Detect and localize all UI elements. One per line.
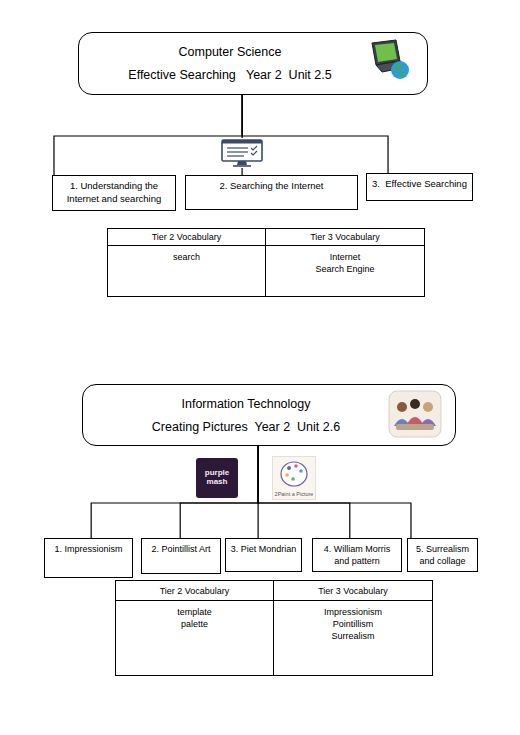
- paint-logo: 2Paint a Picture: [272, 456, 316, 500]
- vocabulary-word: Internet: [330, 251, 361, 263]
- table-header: Tier 2 Vocabulary: [152, 232, 222, 242]
- topic-box: 1. Understanding the Internet and search…: [52, 175, 176, 211]
- topic-box: 5. Surrealism and collage: [407, 538, 478, 572]
- vocabulary-word: Surrealism: [331, 630, 374, 642]
- logo-text: 2Paint a Picture: [275, 492, 314, 498]
- box-heading: 5. Surrealism and collage: [411, 543, 474, 567]
- box-heading: Computer Science: [179, 45, 282, 59]
- vocabulary-word: search: [173, 251, 200, 263]
- box-subheading: Creating Pictures Year 2 Unit 2.6: [152, 420, 340, 434]
- box-heading: Information Technology: [181, 397, 310, 411]
- laptop-icon: [362, 37, 414, 83]
- table-header: Tier 2 Vocabulary: [160, 586, 230, 596]
- box-heading: 4. William Morris and pattern: [316, 543, 398, 567]
- box-heading: 1. Understanding the Internet and search…: [56, 180, 172, 206]
- monitor-icon: [218, 138, 266, 168]
- table-header: Tier 3 Vocabulary: [310, 232, 380, 242]
- table-header-cell: Tier 2 Vocabulary: [116, 581, 274, 601]
- logo-text: purple mash: [198, 469, 236, 487]
- box-heading: 2. Pointillist Art: [151, 543, 210, 555]
- table-body-cell: templatepalette: [116, 601, 274, 675]
- vocabulary-word: Pointillism: [333, 618, 374, 630]
- tree-connector: [54, 95, 242, 175]
- box-heading: 1. Impressionism: [54, 543, 122, 555]
- box-heading: 3. Effective Searching: [372, 178, 467, 191]
- table-header-cell: Tier 2 Vocabulary: [108, 229, 266, 246]
- topic-box: 1. Impressionism: [44, 538, 133, 578]
- table-header-cell: Tier 3 Vocabulary: [266, 229, 424, 246]
- vocabulary-word: Impressionism: [324, 606, 382, 618]
- topic-box: 3. Effective Searching: [366, 173, 473, 201]
- topic-box: 4. William Morris and pattern: [312, 538, 402, 572]
- box-heading: 3. Piet Mondrian: [231, 543, 297, 555]
- purple-mash-logo: purple mash: [196, 458, 238, 498]
- vocabulary-word: template: [177, 606, 212, 618]
- palette-symbol: [279, 460, 309, 488]
- vocabulary-word: Search Engine: [315, 263, 374, 275]
- vocabulary-word: palette: [181, 618, 208, 630]
- tree-connector: [258, 446, 350, 538]
- vocabulary-table: Tier 2 Vocabulary Tier 3 Vocabulary temp…: [115, 580, 433, 676]
- topic-box: 3. Piet Mondrian: [225, 538, 302, 572]
- people-icon: [388, 390, 442, 438]
- table-body-cell: search: [108, 246, 266, 296]
- vocabulary-table: Tier 2 Vocabulary Tier 3 Vocabulary sear…: [107, 228, 425, 297]
- box-subheading: Effective Searching Year 2 Unit 2.5: [128, 68, 331, 82]
- topic-box: 2. Searching the Internet: [185, 175, 358, 210]
- topic-box: 2. Pointillist Art: [141, 538, 221, 574]
- table-body-cell: ImpressionismPointillismSurrealism: [274, 601, 432, 675]
- tree-connector: [180, 446, 258, 538]
- box-heading: 2. Searching the Internet: [219, 180, 323, 193]
- table-header-cell: Tier 3 Vocabulary: [274, 581, 432, 601]
- table-header: Tier 3 Vocabulary: [318, 586, 388, 596]
- table-body-cell: InternetSearch Engine: [266, 246, 424, 296]
- tree-connector: [258, 446, 411, 538]
- tree-connector: [91, 446, 258, 538]
